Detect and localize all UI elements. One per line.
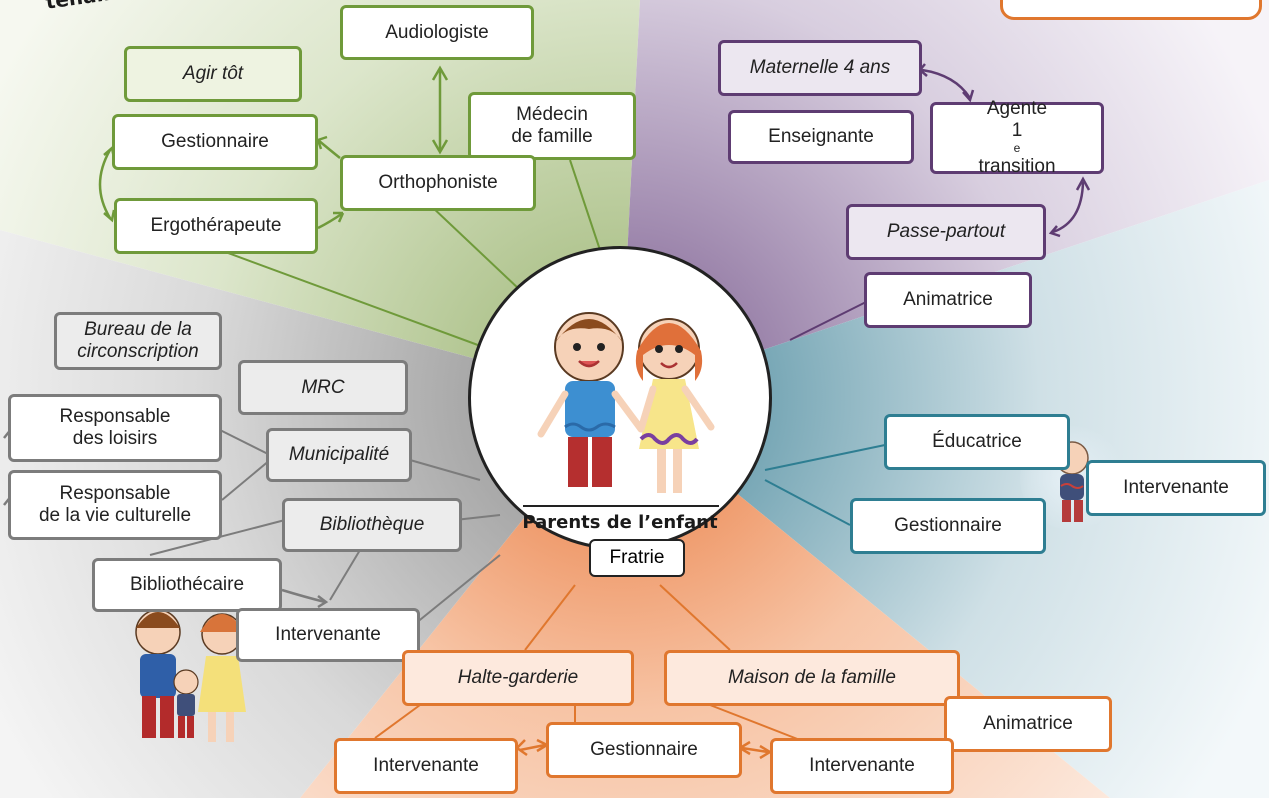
node-gestionnaire-childcare: Gestionnaire: [850, 498, 1046, 554]
center-circle: Parents de l’enfant Fratrie: [468, 246, 772, 577]
node-enseignante: Enseignante: [728, 110, 914, 164]
node-passe-partout: Passe-partout: [846, 204, 1046, 260]
node-audiologiste: Audiologiste: [340, 5, 534, 60]
center-divider: [523, 505, 719, 507]
node-animatrice-family: Animatrice: [944, 696, 1112, 752]
family-illustration-icon: [135, 609, 246, 742]
node-agir-tot: Agir tôt: [124, 46, 302, 102]
corner-note-box: [1000, 0, 1262, 20]
node-maternelle-4-ans: Maternelle 4 ans: [718, 40, 922, 96]
node-gestionnaire-health: Gestionnaire: [112, 114, 318, 170]
center-title: Parents de l’enfant: [522, 512, 718, 533]
connector-lines: [149, 159, 886, 741]
node-intervenante-community: Intervenante: [236, 608, 420, 662]
node-orthophoniste: Orthophoniste: [340, 155, 536, 211]
node-municipalite: Municipalité: [266, 428, 412, 482]
node-intervenante-family-left: Intervenante: [334, 738, 518, 794]
fratrie-box: Fratrie: [589, 539, 685, 577]
node-intervenante-childcare: Intervenante: [1086, 460, 1266, 516]
node-educatrice: Éducatrice: [884, 414, 1070, 470]
node-animatrice-school: Animatrice: [864, 272, 1032, 328]
sector-childcare: [620, 180, 1269, 798]
node-halte-garderie: Halte-garderie: [402, 650, 634, 706]
node-maison-famille: Maison de la famille: [664, 650, 960, 706]
node-intervenante-family-right: Intervenante: [770, 738, 954, 794]
children-illustration-icon: [537, 312, 715, 493]
node-gestionnaire-family: Gestionnaire: [546, 722, 742, 778]
node-bibliotheque: Bibliothèque: [282, 498, 462, 552]
sector-school: [620, 0, 1269, 398]
node-bibliothecaire: Bibliothécaire: [92, 558, 282, 612]
node-mrc: MRC: [238, 360, 408, 415]
node-ergotherapeute: Ergothérapeute: [114, 198, 318, 254]
